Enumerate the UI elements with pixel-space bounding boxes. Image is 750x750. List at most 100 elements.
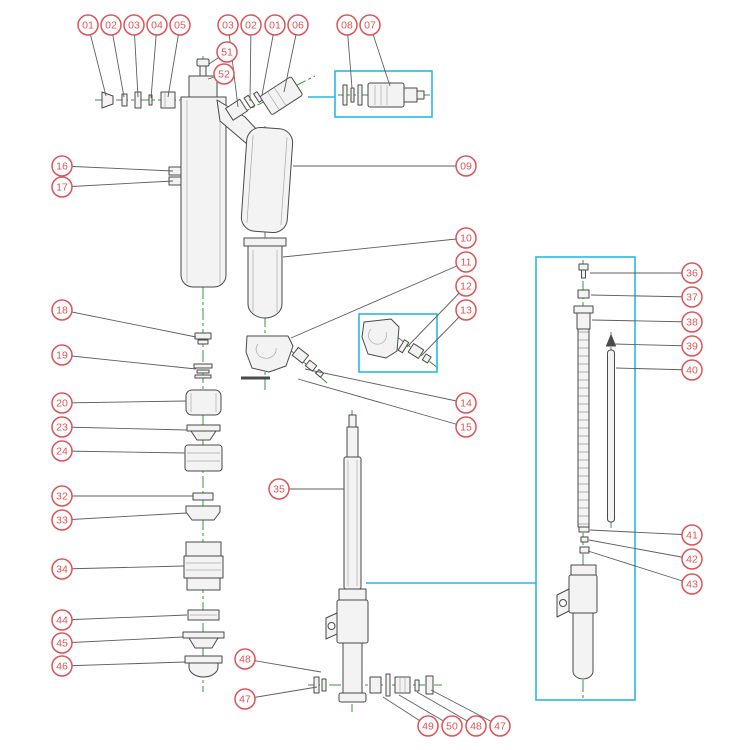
- reservoir-cap-drawing: [243, 237, 287, 319]
- callout-circle: [681, 262, 703, 284]
- leader-line: [282, 237, 467, 258]
- callout-circle: [455, 227, 477, 249]
- callout-number: 16: [56, 161, 68, 173]
- callout-04: 04: [146, 14, 168, 36]
- leader-line: [61, 565, 185, 570]
- callout-number: 51: [221, 47, 233, 59]
- callout-number: 23: [56, 422, 68, 434]
- callout-circle: [455, 251, 477, 273]
- leader-line: [87, 24, 107, 97]
- callout-41: 41: [681, 524, 703, 546]
- callout-24: 24: [51, 440, 73, 462]
- highlight-boxes-layer: [308, 70, 636, 701]
- callout-17: 17: [51, 176, 73, 198]
- callout-32: 32: [51, 485, 73, 507]
- leader-line: [227, 24, 239, 108]
- callout-number: 47: [494, 721, 506, 733]
- callout-number: 03: [128, 20, 140, 32]
- callout-number: 01: [82, 20, 94, 32]
- callout-02: 02: [100, 14, 122, 36]
- bottom-bracket-drawing: [241, 335, 294, 380]
- leader-line: [150, 24, 158, 99]
- callout-circle: [51, 344, 73, 366]
- callout-circle: [234, 648, 256, 670]
- leader-line: [61, 309, 197, 338]
- leader-line: [61, 512, 188, 521]
- callout-23: 23: [51, 416, 73, 438]
- callout-circle: [51, 392, 73, 414]
- leader-line: [261, 24, 276, 96]
- callout-42: 42: [681, 548, 703, 570]
- callout-44: 44: [51, 609, 73, 631]
- highlight-box: [535, 256, 636, 701]
- callout-51: 51: [216, 41, 238, 63]
- callout-number: 06: [292, 20, 304, 32]
- callout-circle: [51, 440, 73, 462]
- callout-circle: [681, 286, 703, 308]
- callout-circle: [146, 14, 168, 36]
- leader-line: [304, 368, 467, 404]
- leader-line: [591, 319, 693, 323]
- callout-number: 09: [460, 161, 472, 173]
- leader-line: [613, 343, 693, 347]
- callout-number: 01: [269, 20, 281, 32]
- callout-circle: [264, 14, 286, 36]
- callout-49: 49: [417, 715, 439, 737]
- leader-line: [588, 539, 693, 560]
- callout-circle: [51, 155, 73, 177]
- callout-circle: [455, 416, 477, 438]
- callout-circle: [681, 335, 703, 357]
- callout-35: 35: [268, 478, 290, 500]
- callout-circle: [489, 715, 511, 737]
- callout-number: 44: [56, 615, 68, 627]
- callout-circle: [213, 63, 235, 85]
- callout-circle: [100, 14, 122, 36]
- callout-47: 47: [234, 688, 256, 710]
- callout-45: 45: [51, 632, 73, 654]
- callout-circle: [51, 176, 73, 198]
- callout-number: 41: [686, 530, 698, 542]
- callout-37: 37: [681, 286, 703, 308]
- piston-assembly-drawing: [342, 82, 425, 108]
- callout-circle: [417, 715, 439, 737]
- leader-line: [61, 180, 174, 188]
- callout-number: 32: [56, 491, 68, 503]
- callout-circle: [51, 416, 73, 438]
- leader-line: [587, 550, 693, 585]
- callout-number: 33: [56, 515, 68, 527]
- callout-circle: [77, 14, 99, 36]
- callout-circle: [455, 392, 477, 414]
- clamp-assembly-drawing: [361, 318, 432, 364]
- callout-number: 11: [461, 257, 472, 269]
- callout-number: 34: [56, 564, 68, 576]
- callout-number: 19: [56, 350, 68, 362]
- callout-number: 02: [105, 20, 117, 32]
- highlight-box: [358, 313, 438, 373]
- callout-circle: [217, 14, 239, 36]
- callout-circle: [441, 715, 463, 737]
- callout-number: 12: [460, 281, 472, 293]
- leader-line: [416, 691, 477, 727]
- seal-stack-drawing: [182, 332, 225, 678]
- callout-03: 03: [123, 14, 145, 36]
- shaft-assembly-drawing: [325, 414, 369, 703]
- callout-circle: [216, 41, 238, 63]
- callout-09: 09: [455, 155, 477, 177]
- callout-number: 08: [341, 20, 353, 32]
- callout-circle: [455, 275, 477, 297]
- leader-line: [249, 24, 252, 102]
- callout-circle: [681, 524, 703, 546]
- callout-number: 17: [56, 182, 68, 194]
- callout-number: 48: [470, 721, 482, 733]
- callout-number: 04: [151, 20, 163, 32]
- callout-48: 48: [465, 715, 487, 737]
- callout-circle: [359, 14, 381, 36]
- callout-number: 48: [239, 654, 251, 666]
- callout-14: 14: [455, 392, 477, 414]
- callout-40: 40: [681, 359, 703, 381]
- callout-number: 02: [245, 20, 257, 32]
- callout-circle: [681, 548, 703, 570]
- callout-number: 15: [460, 422, 472, 434]
